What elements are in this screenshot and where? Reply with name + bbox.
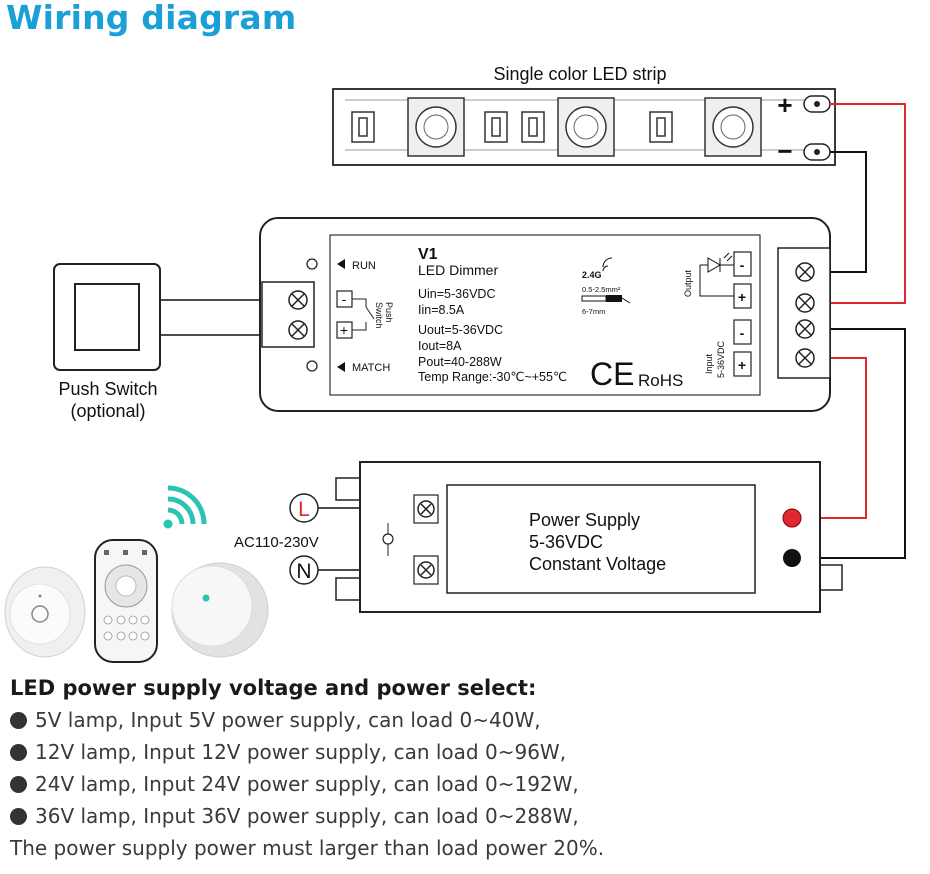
switch-text: Switch <box>374 302 384 329</box>
psu-positive-terminal <box>782 508 802 528</box>
notes-footer: The power supply power must larger than … <box>10 836 605 860</box>
led-chip-2 <box>557 97 615 157</box>
wall-remote-image <box>4 566 86 658</box>
output-terminal-screws <box>795 262 815 368</box>
input-voltage: 5-36VDC <box>716 340 726 378</box>
neutral-label: N <box>296 560 311 583</box>
in-minus: - <box>740 325 745 341</box>
output-label: Output <box>683 269 693 297</box>
note-item: 36V lamp, Input 36V power supply, can lo… <box>10 800 920 832</box>
switch-label-2: (optional) <box>70 401 145 421</box>
note-text: 5V lamp, Input 5V power supply, can load… <box>35 708 541 732</box>
strip-length: 6-7mm <box>582 307 605 316</box>
dimmer-name: LED Dimmer <box>418 262 498 278</box>
push-text: Push <box>384 302 394 323</box>
led-chip-3 <box>704 97 762 157</box>
spec-iout: Iout=8A <box>418 339 462 353</box>
spec-uin: Uin=5-36VDC <box>418 287 495 301</box>
dimmer-model: V1 <box>418 246 438 263</box>
rf-signal-icon <box>602 257 613 272</box>
handheld-remote-image <box>94 539 158 663</box>
switch-label-1: Push Switch <box>58 379 157 399</box>
strip-label: Single color LED strip <box>493 64 666 84</box>
strip-plus: + <box>777 90 792 120</box>
bullet-icon <box>10 808 27 825</box>
spec-iin: Iin=8.5A <box>418 303 465 317</box>
psu-line-1: Power Supply <box>529 510 640 530</box>
psu-line-3: Constant Voltage <box>529 554 666 574</box>
note-text: 24V lamp, Input 24V power supply, can lo… <box>35 772 579 796</box>
ac-label: AC110-230V <box>234 534 319 551</box>
strip-minus: − <box>777 136 792 166</box>
bullet-icon <box>10 776 27 793</box>
rohs-mark: RoHS <box>638 371 683 390</box>
note-item: 12V lamp, Input 12V power supply, can lo… <box>10 736 920 768</box>
psu-negative-terminal <box>783 549 801 567</box>
spec-uout: Uout=5-36VDC <box>418 323 503 337</box>
run-label: RUN <box>352 260 376 272</box>
switch-terminal-screw <box>288 290 308 340</box>
spec-temp: Temp Range:-30℃~+55℃ <box>418 370 567 384</box>
input-label: Input <box>704 353 714 374</box>
out-plus: + <box>738 289 746 305</box>
notes-heading: LED power supply voltage and power selec… <box>10 676 537 700</box>
led-strip: + − <box>332 88 836 166</box>
led-symbol-icon <box>707 257 721 273</box>
note-text: 12V lamp, Input 12V power supply, can lo… <box>35 740 567 764</box>
live-label: L <box>298 498 310 521</box>
bullet-icon <box>10 712 27 729</box>
note-item: 5V lamp, Input 5V power supply, can load… <box>10 704 920 736</box>
round-remote-image <box>171 562 269 658</box>
switch-plus: + <box>340 322 348 338</box>
note-text: 36V lamp, Input 36V power supply, can lo… <box>35 804 579 828</box>
ce-mark: CE <box>590 356 634 392</box>
led-chip-1 <box>407 97 465 157</box>
led-dimmer: - + Push Switch RUN MATCH V1 LED Dimmer … <box>259 217 831 412</box>
out-minus: - <box>740 257 745 273</box>
push-switch: Push Switch (optional) <box>53 263 161 421</box>
rf-label: 2.4G <box>582 270 602 280</box>
note-item: 24V lamp, Input 24V power supply, can lo… <box>10 768 920 800</box>
spec-pout: Pout=40-288W <box>418 355 502 369</box>
power-notes: LED power supply voltage and power selec… <box>10 676 920 864</box>
wire-gauge: 0.5-2.5mm² <box>582 285 621 294</box>
match-label: MATCH <box>352 362 390 374</box>
in-plus: + <box>738 357 746 373</box>
switch-minus: - <box>342 291 347 307</box>
bullet-icon <box>10 744 27 761</box>
wifi-signal-icon <box>163 485 207 529</box>
power-supply: Power Supply 5-36VDC Constant Voltage <box>335 461 843 613</box>
psu-line-2: 5-36VDC <box>529 532 603 552</box>
wiring-diagram: Single color LED strip + − <box>4 64 906 663</box>
page-title: Wiring diagram <box>6 0 297 37</box>
ac-input: AC110-230V L N <box>234 493 319 585</box>
